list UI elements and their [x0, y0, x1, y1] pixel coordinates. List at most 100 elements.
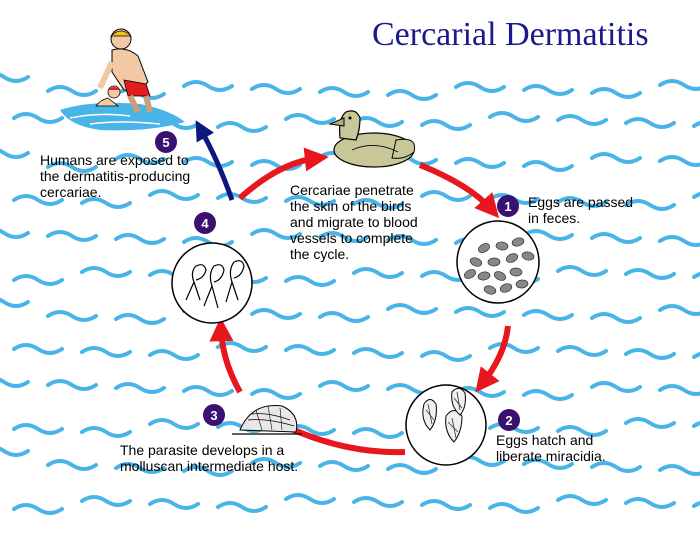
- arrow-cercariae-to-humans: [195, 120, 235, 201]
- egg-dot: [487, 257, 501, 267]
- wave-stroke: [658, 155, 700, 167]
- arrow-eggs-to-miracidia: [475, 325, 511, 393]
- arrow-snail-to-cercariae: [209, 317, 243, 394]
- egg-dot: [464, 269, 476, 279]
- wave-stroke: [352, 427, 404, 439]
- arrow-cercariae-to-duck: [237, 147, 329, 201]
- egg-dot: [478, 243, 490, 253]
- wave-stroke: [46, 379, 98, 391]
- step-3-caption: The parasite develops in a molluscan int…: [120, 442, 298, 474]
- wave-stroke: [624, 497, 676, 509]
- wave-stroke: [284, 493, 336, 505]
- step-3-line: molluscan intermediate host.: [120, 458, 299, 474]
- egg-dot: [493, 271, 507, 281]
- wave-stroke: [80, 197, 132, 209]
- wave-stroke: [488, 111, 540, 123]
- step-badge-2: 2: [498, 409, 520, 431]
- wave-stroke: [522, 160, 574, 172]
- wave-stroke: [590, 461, 642, 473]
- wave-stroke: [318, 231, 370, 243]
- wave-stroke: [12, 112, 64, 124]
- wave-stroke: [386, 89, 438, 101]
- wave-stroke: [386, 463, 438, 475]
- cycle-arrows: [195, 120, 511, 456]
- wave-stroke: [624, 348, 676, 360]
- diagram-title: Cercarial Dermatitis: [372, 16, 649, 53]
- wave-stroke: [420, 350, 472, 362]
- duck-icon: [328, 110, 416, 168]
- wave-stroke: [284, 195, 336, 207]
- egg-dot: [477, 271, 491, 281]
- wave-stroke: [692, 351, 700, 359]
- wave-stroke: [522, 389, 574, 401]
- wave-stroke: [114, 233, 166, 245]
- wave-stroke: [318, 311, 370, 323]
- step-1-line: Eggs are passed: [528, 194, 634, 210]
- wave-stroke: [556, 425, 608, 437]
- wave-stroke: [692, 191, 700, 199]
- wave-stroke: [420, 119, 472, 131]
- svg-text:2: 2: [505, 413, 512, 428]
- wave-stroke: [692, 420, 700, 428]
- wave-stroke: [352, 198, 404, 210]
- svg-text:5: 5: [162, 135, 169, 150]
- wave-stroke: [46, 230, 98, 242]
- wave-stroke: [284, 344, 336, 356]
- step-badges: 1 2 3 4 5: [155, 131, 520, 431]
- wave-stroke: [12, 194, 64, 206]
- wave-stroke: [692, 271, 700, 279]
- wave-stroke: [46, 459, 98, 471]
- wave-stroke: [522, 458, 574, 470]
- wave-stroke: [692, 500, 700, 508]
- wave-stroke: [250, 83, 302, 95]
- wave-stroke: [216, 501, 268, 513]
- wave-stroke: [0, 148, 30, 159]
- wave-stroke: [0, 72, 30, 83]
- egg-dot: [511, 237, 525, 247]
- step-4-line: the cycle.: [290, 246, 350, 262]
- arrow-miracidia-to-snail: [283, 423, 406, 456]
- step-badge-3: 3: [203, 404, 225, 426]
- wave-stroke: [352, 267, 404, 279]
- wave-stroke: [0, 377, 30, 388]
- wave-stroke: [80, 266, 132, 278]
- arrow-duck-to-eggs: [418, 162, 500, 219]
- wave-stroke: [590, 87, 642, 99]
- wave-stroke: [352, 116, 404, 128]
- wave-stroke: [590, 232, 642, 244]
- step-4-line: the skin of the birds: [290, 198, 412, 214]
- step-2-caption: Eggs hatch and liberate miracidia.: [496, 432, 606, 464]
- step-4-line: and migrate to blood: [290, 214, 418, 230]
- wave-stroke: [386, 303, 438, 315]
- wave-stroke: [46, 85, 98, 97]
- wave-stroke: [454, 157, 506, 169]
- wave-stroke: [182, 80, 234, 92]
- miracidia-circle-icon: [405, 384, 487, 466]
- wave-stroke: [216, 121, 268, 133]
- wave-stroke: [556, 114, 608, 126]
- wave-stroke: [624, 417, 676, 429]
- step-2-line: liberate miracidia.: [496, 448, 606, 464]
- wave-stroke: [386, 234, 438, 246]
- wave-stroke: [488, 502, 540, 514]
- wave-stroke: [454, 306, 506, 318]
- step-5-line: the dermatitis-producing: [40, 168, 191, 184]
- wave-stroke: [352, 496, 404, 508]
- cercariae-circle-icon: [171, 242, 253, 324]
- wave-stroke: [522, 309, 574, 321]
- wave-stroke: [182, 465, 234, 477]
- wave-stroke: [624, 199, 676, 211]
- wave-stroke: [12, 343, 64, 355]
- step-5-line: cercariae.: [40, 184, 102, 200]
- wave-stroke: [420, 190, 472, 202]
- wave-stroke: [46, 161, 98, 173]
- wave-stroke: [658, 79, 700, 91]
- egg-dot: [505, 253, 519, 263]
- wave-stroke: [80, 426, 132, 438]
- step-3-line: The parasite develops in a: [120, 442, 285, 458]
- wave-stroke: [318, 460, 370, 472]
- svg-text:1: 1: [504, 199, 511, 214]
- eggs-circle-icon: [456, 220, 540, 304]
- wave-stroke: [624, 117, 676, 129]
- wave-stroke: [46, 310, 98, 322]
